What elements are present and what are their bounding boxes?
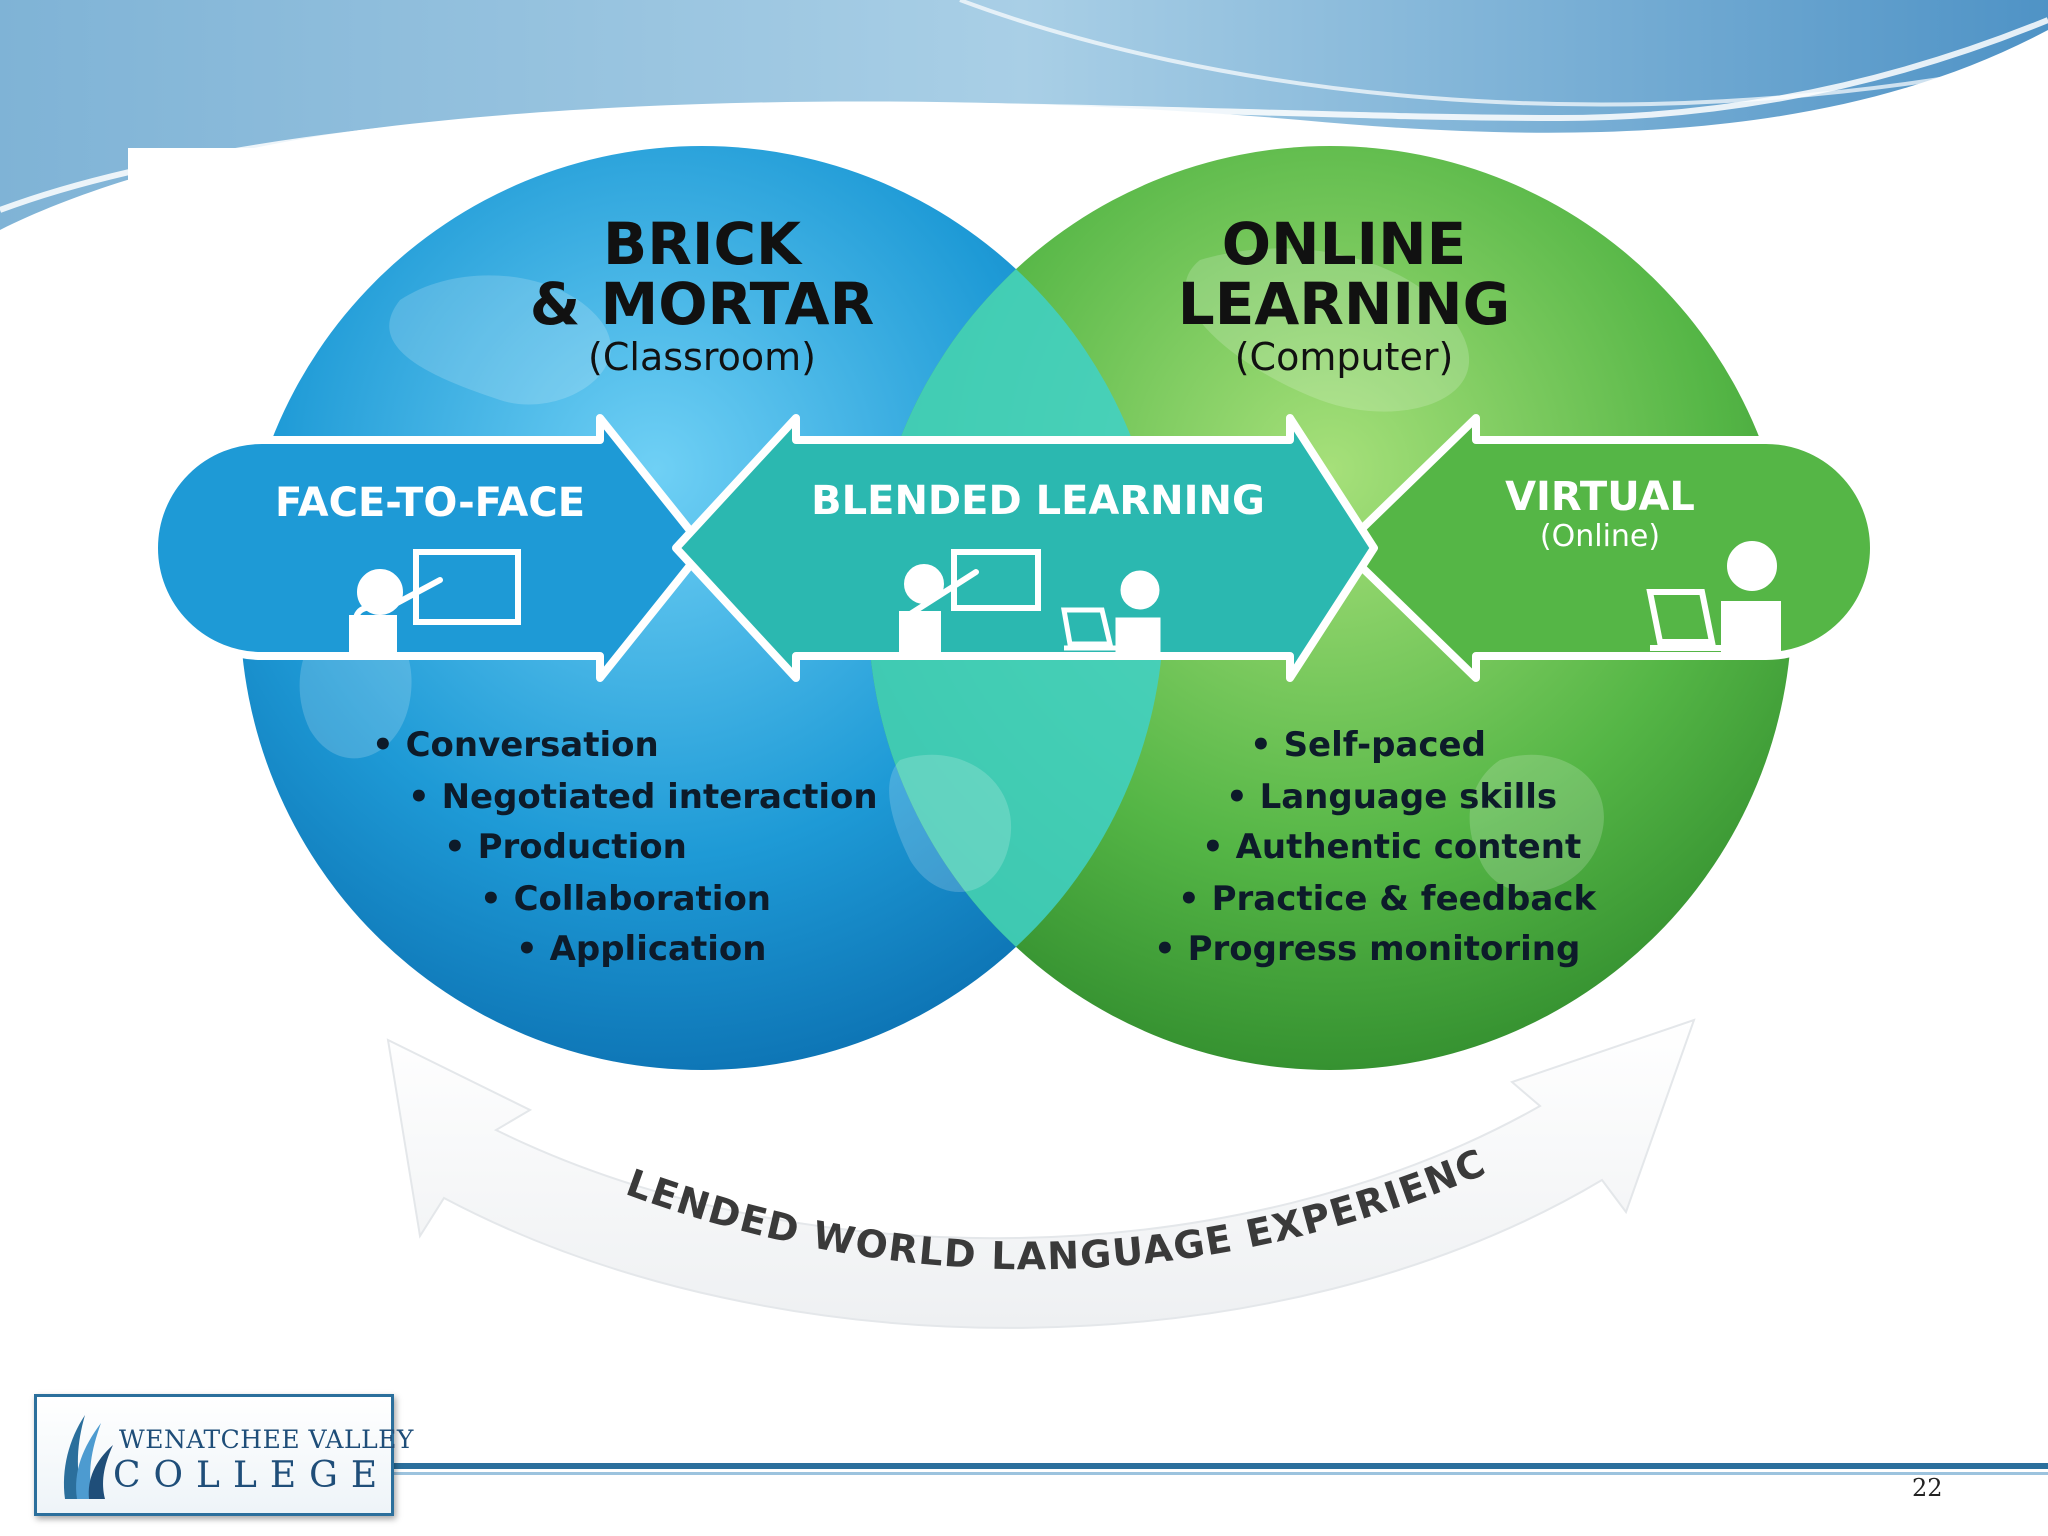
teacher-at-board-icon [349, 549, 521, 657]
footer-rule [390, 1463, 2048, 1469]
right-bullet: • Authentic content [1202, 827, 1581, 867]
left-bullet: • Conversation [372, 725, 659, 765]
curved-double-arrow [386, 1018, 1696, 1329]
face-to-face-label: FACE-TO-FACE [275, 480, 585, 526]
right-bullet: • Self-paced [1250, 725, 1486, 765]
online-learning-title-line1: ONLINE [1222, 210, 1467, 278]
left-bullet: • Collaboration [480, 879, 771, 919]
left-bullet: • Production [444, 827, 687, 867]
page-number: 22 [1912, 1474, 1943, 1502]
left-bullet: • Application [516, 929, 766, 969]
brick-mortar-subtitle: (Classroom) [588, 335, 816, 379]
brick-mortar-title-line2: & MORTAR [530, 270, 874, 338]
face-to-face-arrow [150, 414, 708, 682]
online-learning-title-line2: LEARNING [1178, 270, 1510, 338]
virtual-student-laptop-icon [1646, 541, 1781, 653]
online-learning-subtitle: (Computer) [1235, 335, 1454, 379]
logo-line1: WENATCHEE VALLEY [119, 1425, 414, 1454]
header-wave-line [959, 0, 2048, 107]
globe-overlap [868, 146, 1164, 1070]
logo-line2: COLLEGE [113, 1455, 391, 1496]
college-logo: WENATCHEE VALLEY COLLEGE [34, 1394, 413, 1516]
virtual-label: VIRTUAL [1505, 474, 1695, 520]
right-bullet: • Progress monitoring [1154, 929, 1580, 969]
header-wave [0, 0, 2048, 230]
blended-teacher-icon [899, 549, 1041, 655]
left-bullet: • Negotiated interaction [408, 777, 878, 817]
right-bullet: • Practice & feedback [1178, 879, 1597, 919]
flame-logo-icon [63, 1415, 113, 1499]
student-at-laptop-icon [1061, 570, 1161, 653]
right-bullet: • Language skills [1226, 777, 1557, 817]
footer-rule-light [390, 1472, 2048, 1475]
brick-mortar-title-line1: BRICK [603, 210, 803, 278]
virtual-sublabel: (Online) [1540, 519, 1660, 554]
header-wave-highlight [0, 17, 2048, 213]
blended-learning-arrow [672, 414, 1378, 682]
blended-learning-label: BLENDED LEARNING [811, 478, 1265, 524]
